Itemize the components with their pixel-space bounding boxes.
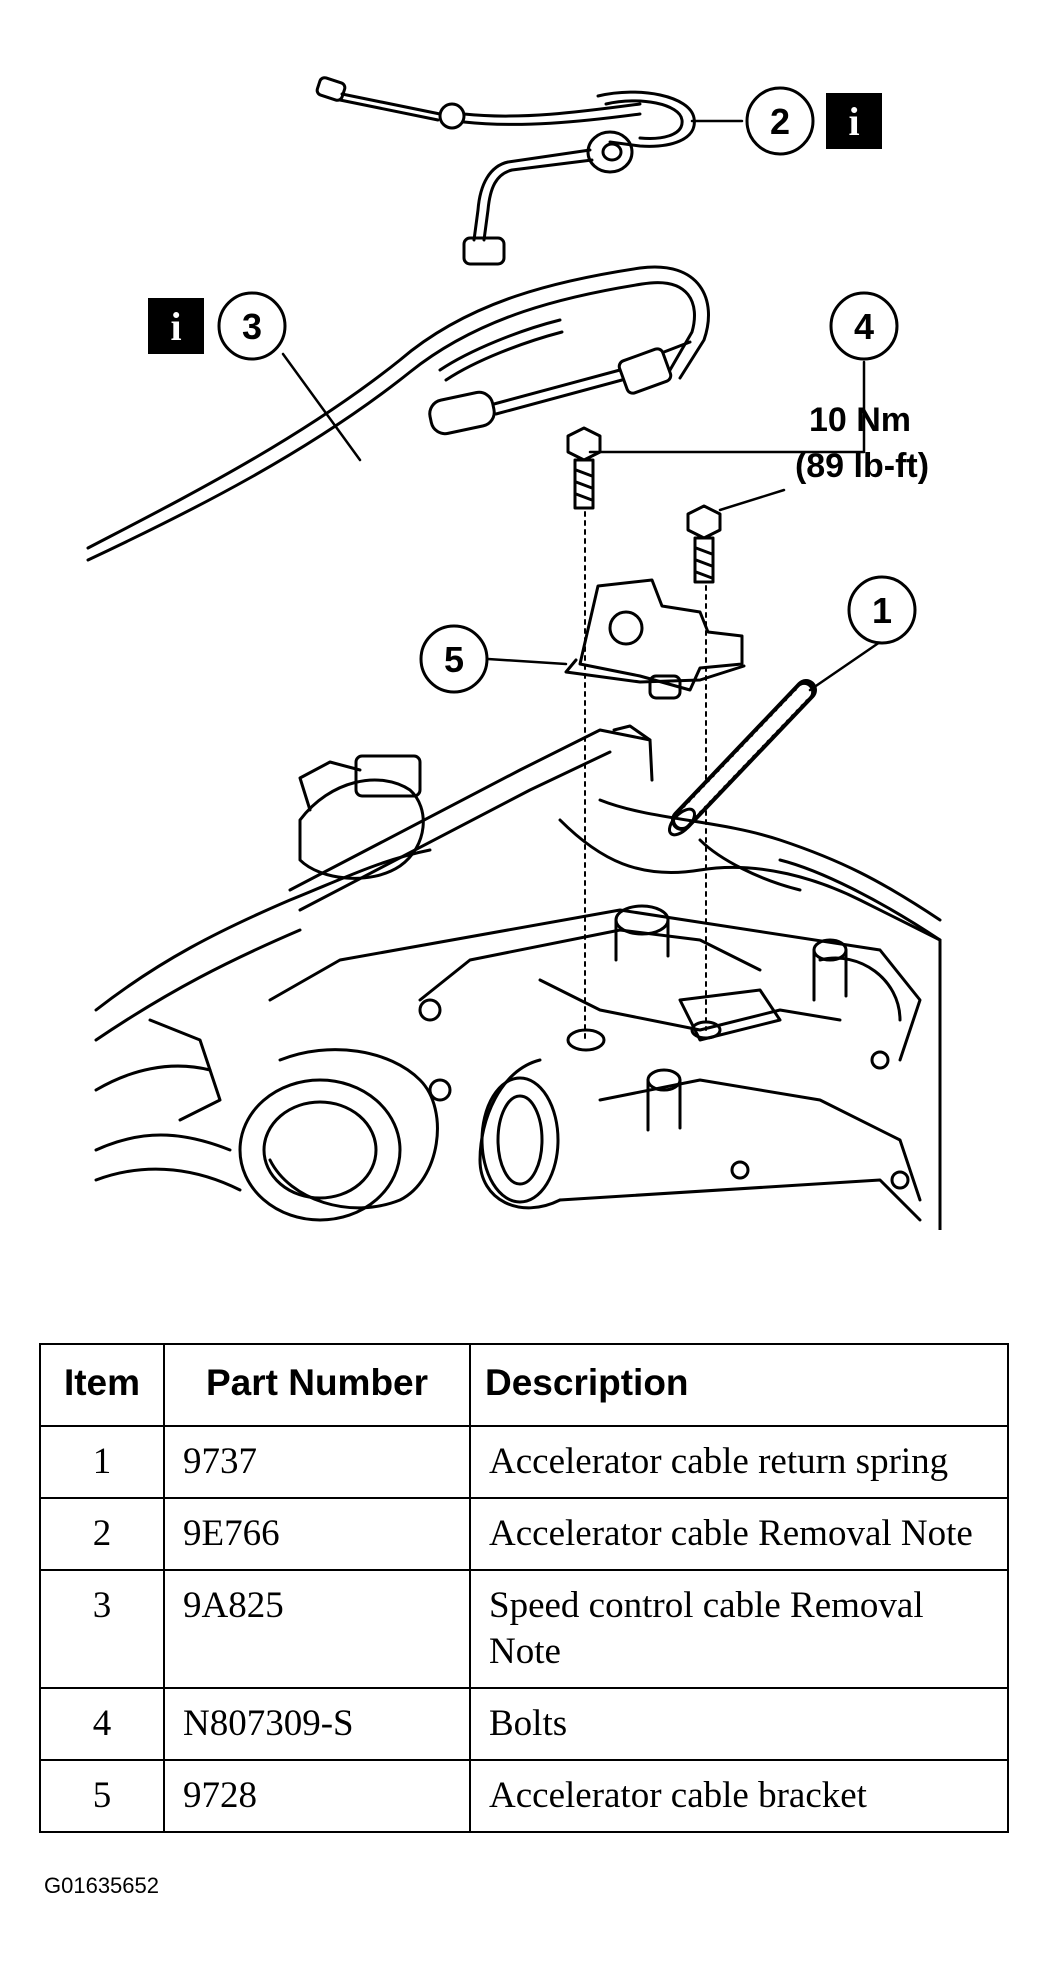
callout-3: 3: [217, 291, 287, 361]
svg-text:1: 1: [872, 590, 892, 631]
cell-item: 1: [39, 1425, 165, 1499]
cell-part-number: 9728: [163, 1759, 471, 1833]
cell-description: Speed control cable Removal Note: [469, 1569, 1009, 1689]
cell-item: 4: [39, 1687, 165, 1761]
callout-5: 5: [419, 624, 489, 694]
table-header-row: Item Part Number Description: [39, 1343, 1009, 1427]
cell-item: 2: [39, 1497, 165, 1571]
return-spring-part: [667, 679, 817, 837]
table-row: 3 9A825 Speed control cable Removal Note: [39, 1569, 1009, 1689]
cell-item: 3: [39, 1569, 165, 1689]
callout-4: 4: [829, 291, 899, 361]
cell-part-number: 9A825: [163, 1569, 471, 1689]
header-description: Description: [469, 1343, 1009, 1427]
cell-description: Accelerator cable Removal Note: [469, 1497, 1009, 1571]
accelerator-cable-bracket-part: [564, 578, 746, 700]
figure-id-label: G01635652: [44, 1873, 159, 1898]
info-icon: i: [826, 93, 882, 149]
table-row: 2 9E766 Accelerator cable Removal Note: [39, 1497, 1009, 1571]
parts-table: Item Part Number Description 1 9737 Acce…: [39, 1343, 1009, 1833]
cell-description: Accelerator cable return spring: [469, 1425, 1009, 1499]
table-row: 4 N807309-S Bolts: [39, 1687, 1009, 1761]
svg-text:3: 3: [242, 306, 262, 347]
callout-1: 1: [847, 575, 917, 645]
intake-manifold-assembly: [94, 724, 942, 1230]
svg-text:2: 2: [770, 101, 790, 142]
table-row: 5 9728 Accelerator cable bracket: [39, 1759, 1009, 1833]
speed-control-cable-part: [86, 265, 710, 562]
cell-description: Bolts: [469, 1687, 1009, 1761]
svg-text:i: i: [848, 99, 859, 144]
torque-value-lbft: (89 lb-ft): [795, 447, 929, 485]
table-row: 1 9737 Accelerator cable return spring: [39, 1425, 1009, 1499]
svg-text:4: 4: [854, 306, 874, 347]
torque-value-nm: 10 Nm: [809, 401, 911, 439]
header-part-number: Part Number: [163, 1343, 471, 1427]
svg-text:5: 5: [444, 639, 464, 680]
cell-part-number: 9737: [163, 1425, 471, 1499]
cell-part-number: N807309-S: [163, 1687, 471, 1761]
cell-description: Accelerator cable bracket: [469, 1759, 1009, 1833]
cell-part-number: 9E766: [163, 1497, 471, 1571]
accelerator-cable-part: [315, 76, 696, 266]
callout-2: 2: [745, 86, 815, 156]
svg-text:i: i: [170, 304, 181, 349]
header-item: Item: [39, 1343, 165, 1427]
cell-item: 5: [39, 1759, 165, 1833]
info-icon: i: [148, 298, 204, 354]
exploded-view-diagram: 2 i i 3 4 10 Nm (89 lb-ft) 1 5: [86, 76, 942, 1230]
